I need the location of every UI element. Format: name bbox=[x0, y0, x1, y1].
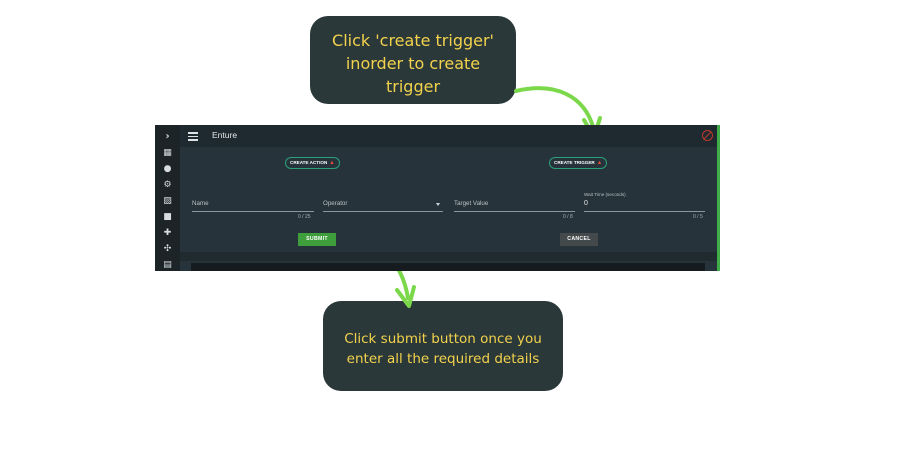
dashboard-icon[interactable]: ▦ bbox=[163, 148, 172, 158]
target-value-field-label: Target Value bbox=[454, 200, 489, 207]
callout-text-line: inorder to create bbox=[345, 54, 481, 73]
callout-text-line: Click submit button once you bbox=[344, 331, 542, 347]
create-trigger-label: CREATE TRIGGER bbox=[554, 160, 595, 165]
create-action-button[interactable]: CREATE ACTION▲ bbox=[285, 157, 340, 169]
create-trigger-button[interactable]: CREATE TRIGGER▲ bbox=[549, 157, 608, 169]
create-action-label: CREATE ACTION bbox=[290, 160, 328, 165]
flag-icon: ▲ bbox=[329, 160, 335, 166]
notifications-off-icon[interactable] bbox=[702, 130, 713, 141]
wait-time-value: 0 bbox=[584, 200, 588, 207]
callout-text-line: enter all the required details bbox=[346, 351, 540, 367]
results-panel bbox=[191, 263, 705, 271]
sidebar-rail: › ▦ ● ⚙ ▨ ■ ✚ ✣ ▤ bbox=[155, 125, 180, 271]
network-icon[interactable]: ✣ bbox=[163, 244, 172, 254]
wait-time-input[interactable] bbox=[584, 211, 705, 212]
settings-icon[interactable]: ⚙ bbox=[163, 180, 172, 190]
callout-create-trigger: Click 'create trigger' inorder to create… bbox=[310, 16, 516, 104]
name-counter: 0 / 25 bbox=[298, 214, 311, 220]
list-icon[interactable]: ▤ bbox=[163, 260, 172, 270]
scroll-indicator bbox=[717, 125, 720, 271]
cancel-button[interactable]: CANCEL bbox=[560, 233, 598, 246]
submit-button[interactable]: SUBMIT bbox=[298, 233, 336, 246]
operator-select[interactable] bbox=[323, 211, 443, 212]
top-app-bar: Enture ⋮ bbox=[180, 125, 717, 147]
chat-icon[interactable]: ● bbox=[163, 164, 172, 174]
flag-icon: ▲ bbox=[596, 160, 603, 166]
operator-field-label: Operator bbox=[323, 200, 348, 207]
name-field-label: Name bbox=[192, 200, 209, 207]
app-window: › ▦ ● ⚙ ▨ ■ ✚ ✣ ▤ Enture ⋮ CREATE ACTION… bbox=[155, 125, 720, 271]
wait-time-field-label: Wait Time (seconds) bbox=[584, 192, 626, 197]
target-value-counter: 0 / 8 bbox=[563, 214, 573, 220]
puzzle-icon[interactable]: ✚ bbox=[163, 228, 172, 238]
wait-time-counter: 0 / 5 bbox=[693, 214, 703, 220]
dropdown-arrow-icon bbox=[436, 203, 440, 206]
target-value-input[interactable] bbox=[454, 211, 575, 212]
callout-text-line: trigger bbox=[385, 77, 441, 96]
app-title: Enture bbox=[212, 130, 238, 140]
callout-text-line: Click 'create trigger' bbox=[332, 31, 494, 50]
hamburger-menu-icon[interactable] bbox=[188, 130, 198, 142]
section-divider bbox=[180, 252, 717, 261]
chart-icon[interactable]: ▨ bbox=[163, 196, 172, 206]
document-icon[interactable]: ■ bbox=[163, 212, 172, 222]
chevron-right-icon[interactable]: › bbox=[165, 131, 170, 142]
callout-submit: Click submit button once you enter all t… bbox=[323, 301, 563, 391]
name-input[interactable] bbox=[192, 211, 314, 212]
